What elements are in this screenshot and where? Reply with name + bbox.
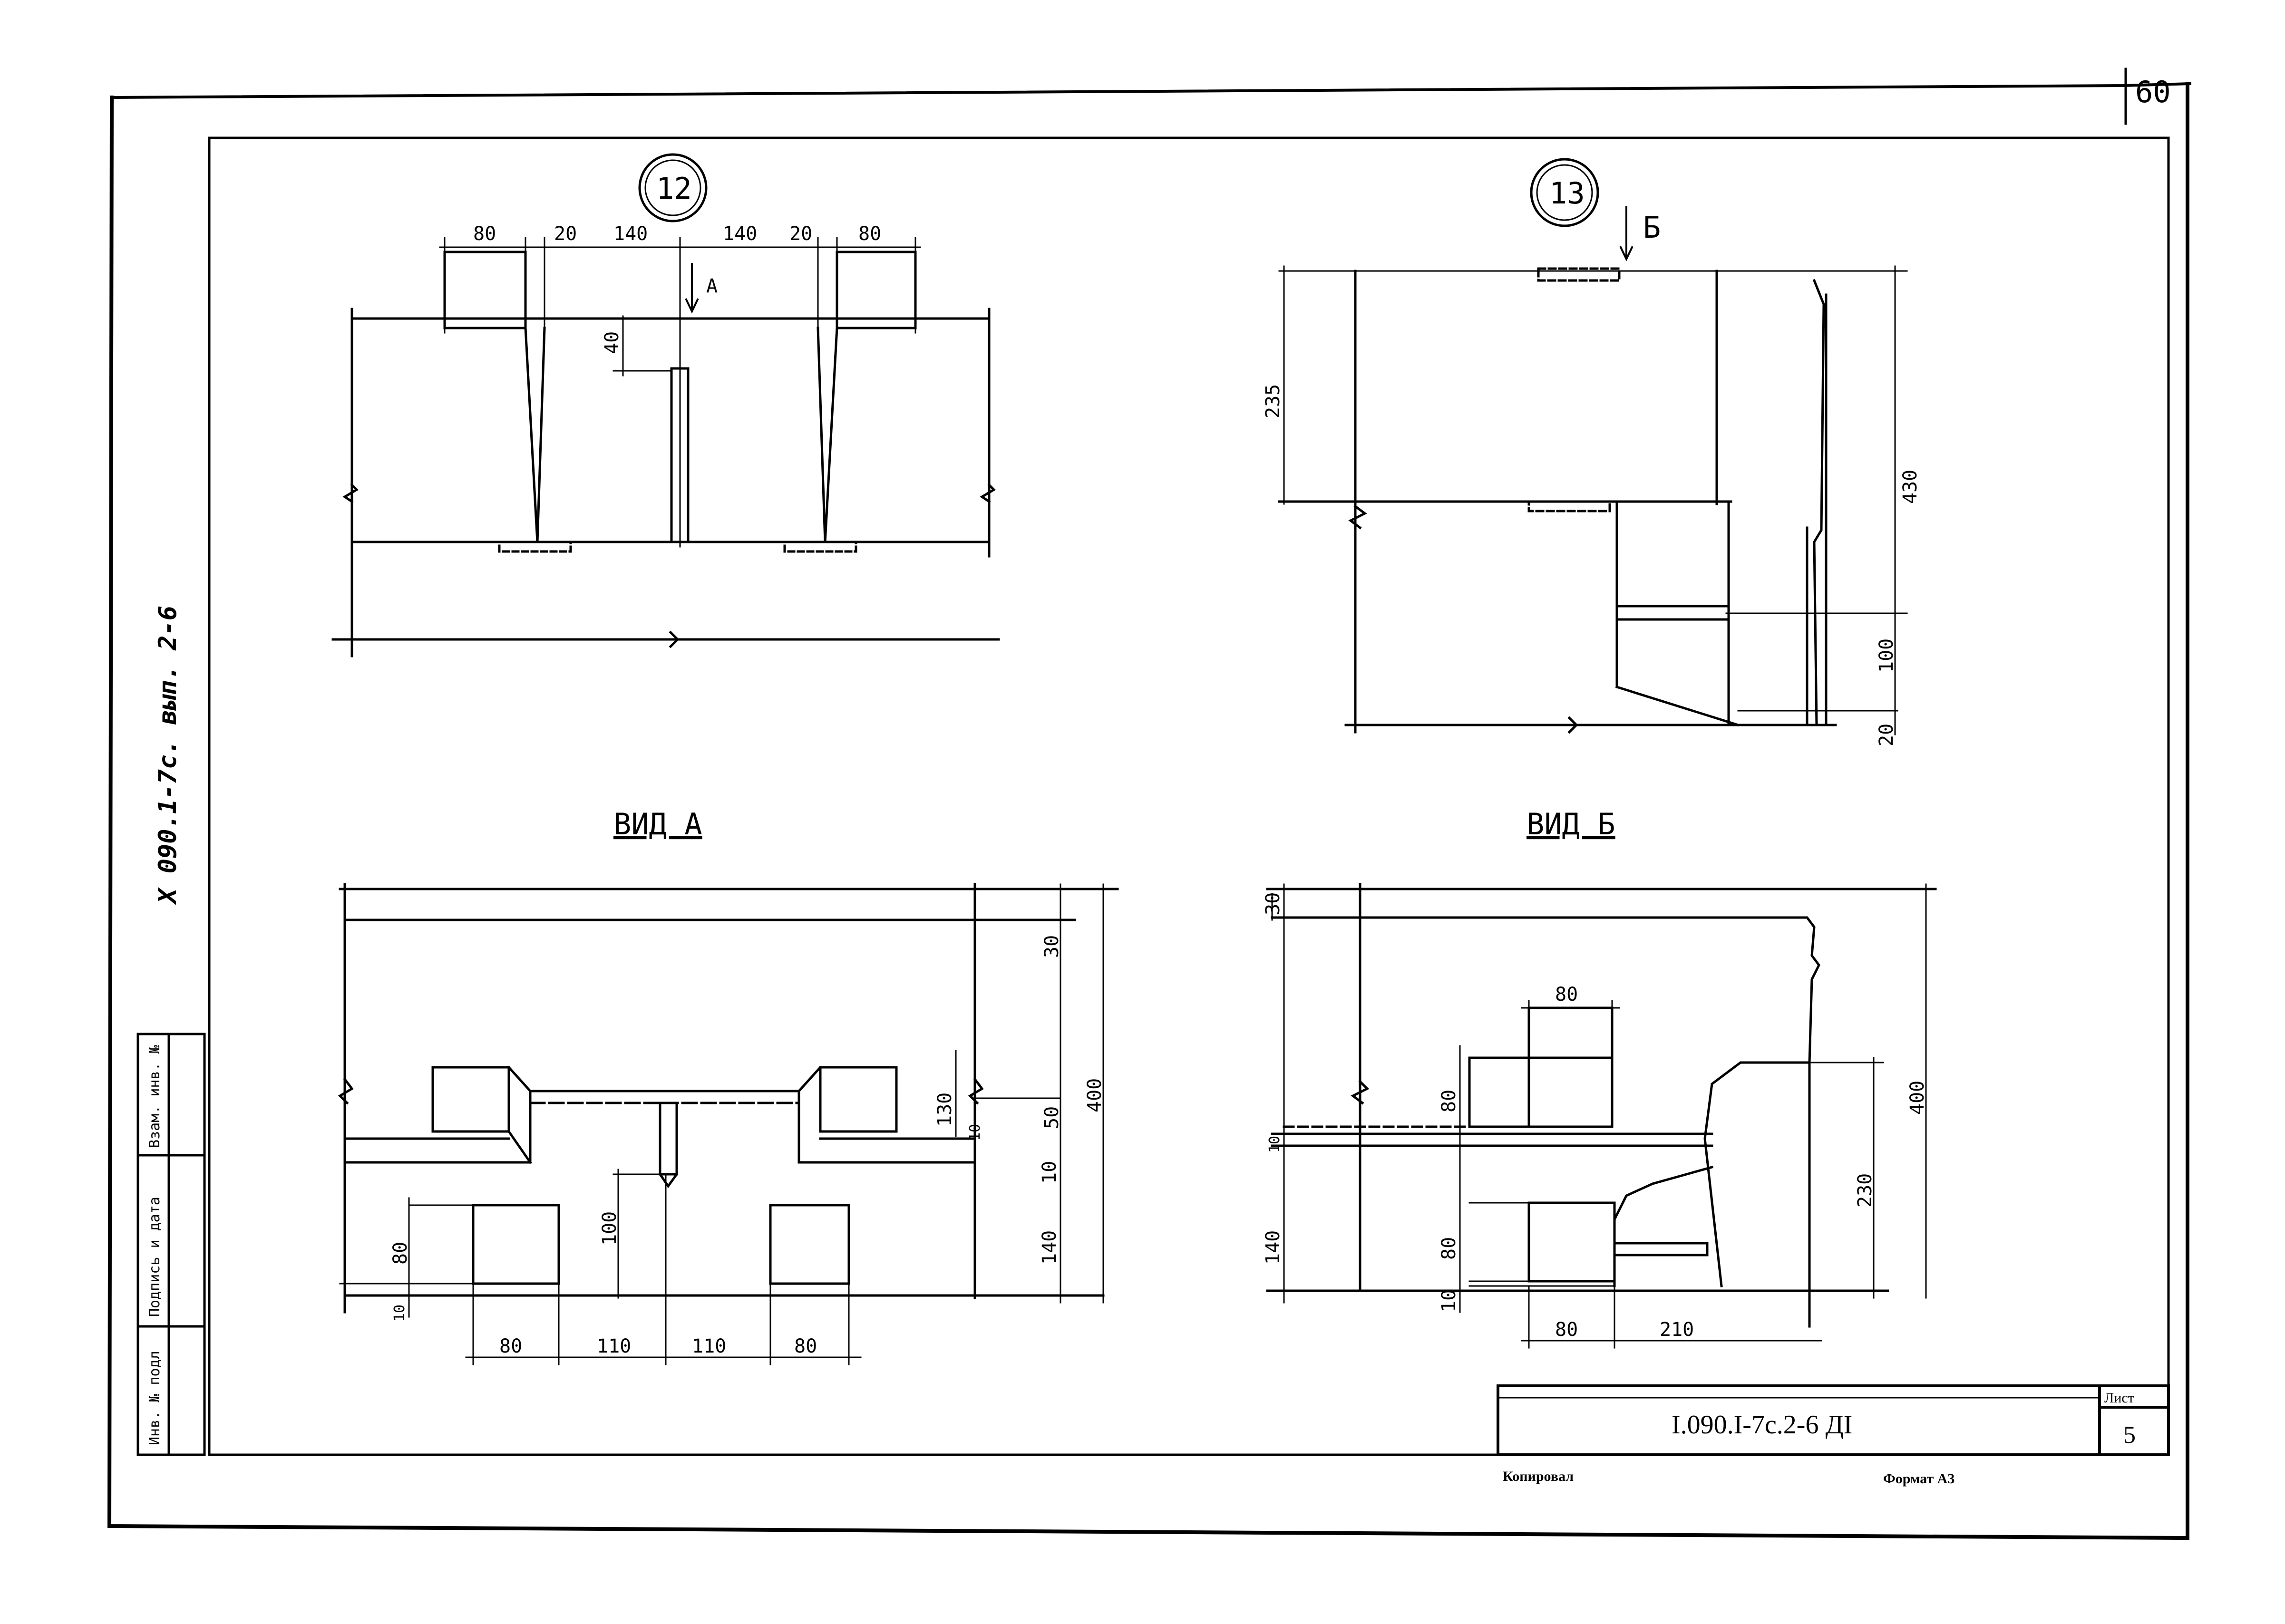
vid-a-drawing bbox=[338, 883, 1119, 1365]
vid-b-title: ВИД Б bbox=[1527, 807, 1615, 841]
vid-a-dim-80-left: 80 bbox=[389, 1242, 411, 1265]
d12-dim-6: 80 bbox=[858, 223, 881, 245]
vid-a-dim-100: 100 bbox=[599, 1211, 621, 1246]
d12-side-dim: 40 bbox=[601, 331, 623, 354]
footer-copied: Копировал bbox=[1503, 1469, 1574, 1484]
d12-dim-4: 140 bbox=[723, 223, 757, 245]
vid-a-bottom-110b: 110 bbox=[692, 1335, 726, 1357]
vid-b-dim-80-low: 80 bbox=[1438, 1237, 1460, 1260]
detail-13-drawing bbox=[1278, 158, 1908, 735]
section-arrow-b: Б bbox=[1643, 210, 1661, 245]
d13-dim-20: 20 bbox=[1876, 724, 1897, 746]
sheet-value: 5 bbox=[2123, 1421, 2136, 1449]
vid-b-dim-10-low: 10 bbox=[1438, 1289, 1460, 1312]
vid-b-bottom-80: 80 bbox=[1555, 1319, 1578, 1341]
stamp-signature-date: Подпись и дата bbox=[146, 1197, 163, 1317]
footer-format: Формат А3 bbox=[1883, 1471, 1954, 1487]
d13-left-dim: 235 bbox=[1262, 384, 1284, 418]
vid-b-dim-30: 30 bbox=[1262, 892, 1284, 915]
vid-b-drawing bbox=[1266, 883, 1937, 1349]
vid-a-dim-10b: 10 bbox=[1039, 1161, 1060, 1184]
vid-a-dim-30: 30 bbox=[1041, 935, 1063, 958]
sheet-label: Лист bbox=[2104, 1390, 2134, 1406]
stamp-inv-no: Инв. № подл bbox=[146, 1351, 163, 1445]
vid-b-dim-10-top: 10 bbox=[1266, 1136, 1283, 1153]
vid-a-dim-140: 140 bbox=[1039, 1230, 1060, 1265]
vid-b-bottom-210: 210 bbox=[1660, 1319, 1694, 1341]
vid-b-dim-400: 400 bbox=[1906, 1081, 1928, 1115]
vid-a-bottom-80a: 80 bbox=[499, 1335, 522, 1357]
d13-dim-430: 430 bbox=[1899, 470, 1921, 504]
d12-dim-2: 20 bbox=[554, 223, 577, 245]
title-block bbox=[1497, 1384, 2170, 1456]
vid-a-bottom-80b: 80 bbox=[794, 1335, 817, 1357]
side-stamp bbox=[136, 1033, 206, 1456]
d13-dim-100: 100 bbox=[1876, 638, 1897, 673]
detail-13-marker: 13 bbox=[1549, 176, 1585, 211]
detail-12-marker: 12 bbox=[656, 171, 692, 206]
vid-b-dim-230: 230 bbox=[1854, 1173, 1876, 1208]
binder-label: Х 090.1-7с. вып. 2-6 bbox=[154, 606, 182, 905]
vid-a-dim-10a: 10 bbox=[967, 1124, 983, 1141]
drawing-code: I.090.I-7с.2-6 ДI bbox=[1672, 1410, 1852, 1440]
sheet-border bbox=[107, 82, 2192, 1540]
sheet-number: 60 bbox=[2135, 75, 2171, 109]
vid-b-top-dim-80: 80 bbox=[1555, 984, 1578, 1005]
detail-12-drawing bbox=[331, 153, 1000, 657]
vid-b-dim-140: 140 bbox=[1262, 1230, 1284, 1265]
d12-dim-3: 140 bbox=[613, 223, 648, 245]
vid-a-dim-400: 400 bbox=[1084, 1078, 1106, 1112]
stamp-replaces-inv: Взам. инв. № bbox=[146, 1045, 163, 1148]
vid-b-dim-80-top: 80 bbox=[1438, 1090, 1460, 1112]
vid-a-bottom-110a: 110 bbox=[597, 1335, 631, 1357]
vid-a-dim-50: 50 bbox=[1041, 1106, 1063, 1129]
vid-a-title: ВИД А bbox=[613, 807, 702, 841]
d12-dim-1: 80 bbox=[473, 223, 496, 245]
section-arrow-a: А bbox=[706, 275, 718, 297]
vid-a-dim-130: 130 bbox=[934, 1092, 956, 1127]
d12-dim-5: 20 bbox=[789, 223, 812, 245]
vid-a-dim-10-left: 10 bbox=[391, 1305, 408, 1322]
